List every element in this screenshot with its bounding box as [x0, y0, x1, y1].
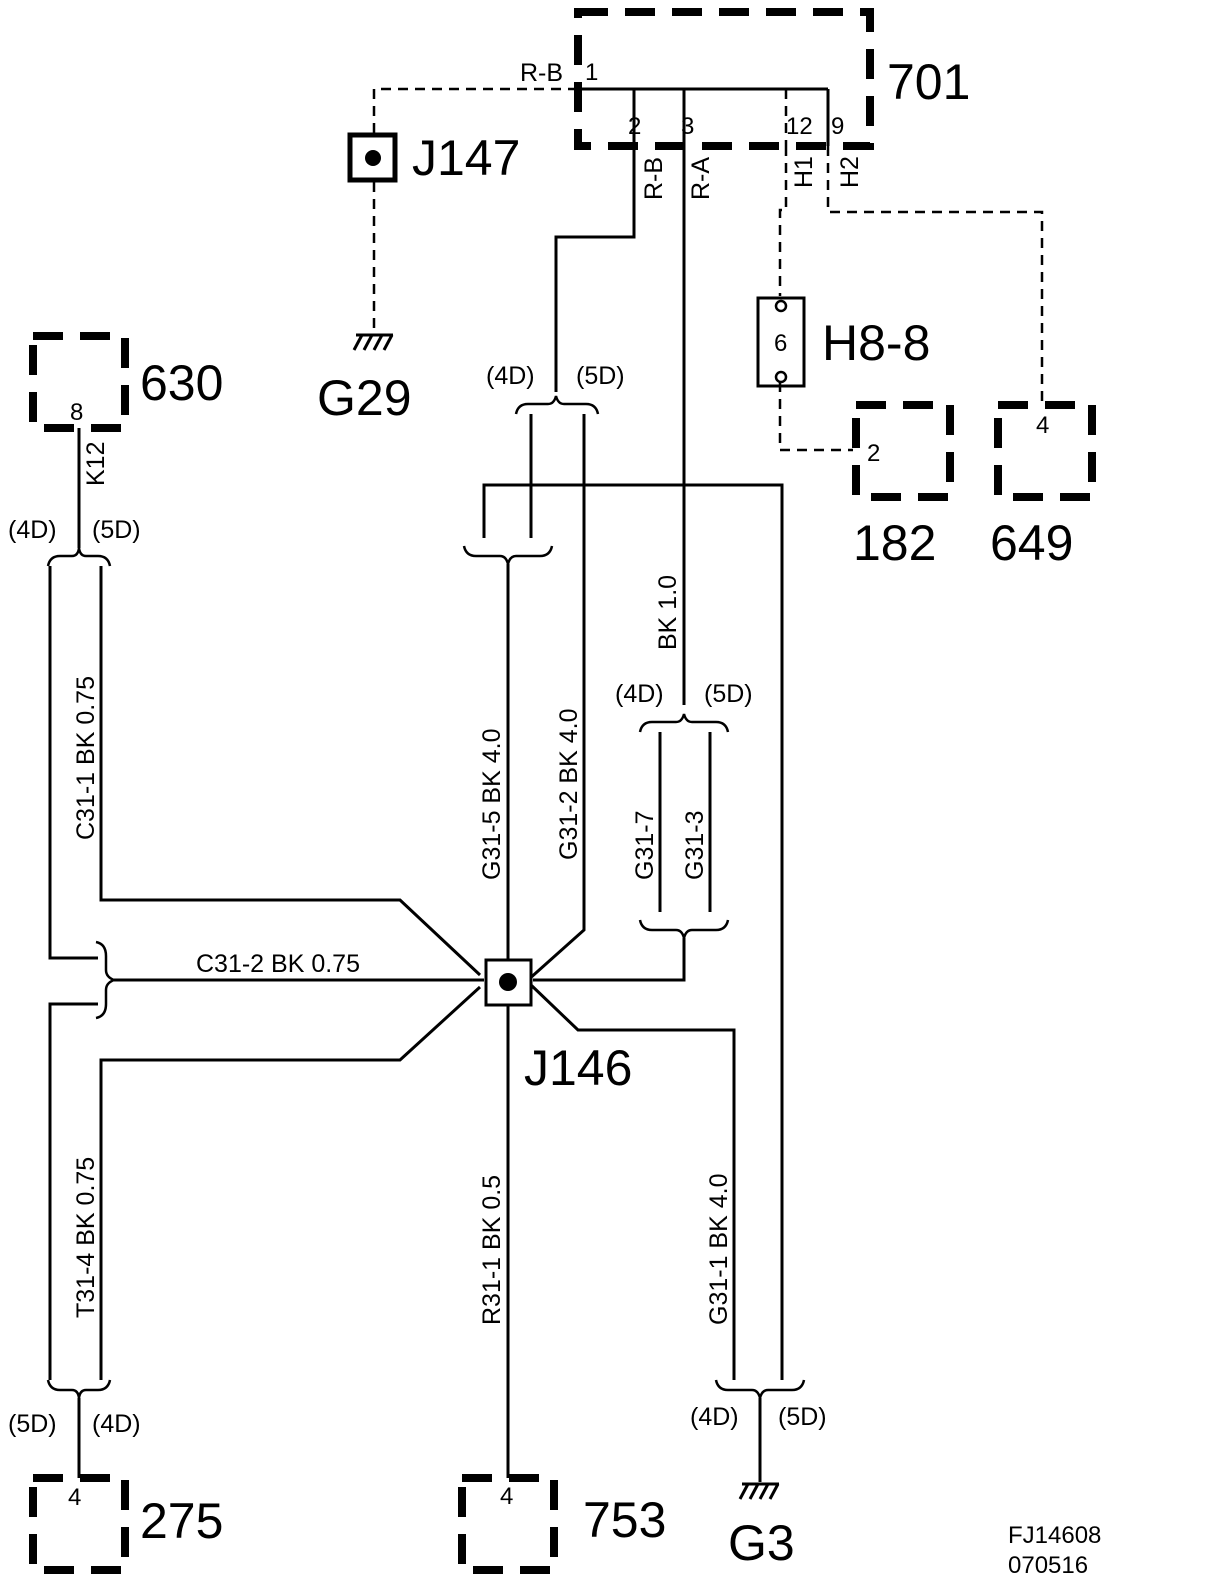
ground-g3: G3	[728, 1482, 795, 1571]
wire-label-g31-1: G31-1 BK 4.0	[705, 1174, 733, 1325]
wire-t31-4: T31-4 BK 0.75	[48, 985, 482, 1380]
wire-label-h2: H2	[836, 156, 864, 188]
pin-182-2: 2	[867, 440, 880, 467]
variant-label: (4D)	[690, 1403, 739, 1431]
variant-label: (5D)	[778, 1403, 827, 1431]
component-649-label: 649	[990, 515, 1073, 571]
variant-label: (5D)	[576, 362, 625, 390]
pin-h8-8-6: 6	[774, 330, 787, 357]
component-182: 2 182	[852, 401, 954, 571]
variant-selector-g31: (4D) (5D) G31-7 G31-3	[533, 680, 753, 982]
pin-701-1: 1	[585, 59, 598, 86]
wire-label-g31-3: G31-3	[681, 811, 709, 880]
splice-j146-label: J146	[524, 1040, 632, 1096]
figure-code-line2: 070516	[1008, 1552, 1088, 1579]
variant-brace-g31-5	[462, 545, 554, 565]
variant-brace-left	[95, 940, 118, 1020]
component-630: 8 630	[29, 332, 223, 432]
wire-label-g31-7: G31-7	[631, 811, 659, 880]
wire-g3-5d-loop	[482, 483, 784, 1380]
ground-g3-label: G3	[728, 1515, 795, 1571]
variant-label: (5D)	[92, 516, 141, 544]
component-701-label: 701	[887, 54, 970, 110]
wire-h8-8-182	[778, 382, 853, 452]
variant-selector-630: (4D) (5D)	[8, 516, 141, 567]
wire-k12: K12	[77, 428, 110, 548]
component-275: 4 275	[29, 1474, 223, 1574]
component-630-label: 630	[140, 355, 223, 411]
wire-h1: H1	[778, 89, 818, 296]
connector-h8-8: 6 H8-8	[756, 296, 930, 388]
wire-label-k12: K12	[82, 442, 110, 486]
variant-selector-g3: (4D) (5D)	[690, 1379, 827, 1482]
wire-r-b-pin2: R-B	[554, 89, 668, 392]
wire-label-h1: H1	[790, 156, 818, 188]
wire-label-r-b: R-B	[520, 59, 563, 87]
component-753-label: 753	[583, 1492, 666, 1548]
wire-label-r-a: R-A	[687, 157, 715, 200]
wire-c31-1: C31-1 BK 0.75	[72, 566, 482, 977]
wire-g31-5: G31-5 BK 4.0	[478, 564, 510, 960]
pin-630-8: 8	[70, 399, 83, 426]
wire-g31-1: G31-1 BK 4.0	[529, 983, 736, 1380]
pin-275-4: 4	[68, 1484, 81, 1511]
component-649: 4 649	[990, 401, 1096, 571]
figure-code: FJ14608 070516	[1008, 1522, 1101, 1579]
wire-c31-2: C31-2 BK 0.75	[114, 950, 484, 982]
wire-label-bk-1-0: BK 1.0	[654, 575, 682, 650]
pin-701-9: 9	[831, 113, 844, 140]
component-275-label: 275	[140, 1493, 223, 1549]
pin-701-12: 12	[786, 113, 813, 140]
splice-j147-label: J147	[412, 130, 520, 186]
variant-selector-275: (5D) (4D)	[8, 1379, 141, 1478]
splice-j146: J146	[484, 958, 632, 1096]
component-753: 4 753	[458, 1474, 666, 1574]
wire-label-g31-5: G31-5 BK 4.0	[478, 729, 506, 880]
variant-label: (4D)	[615, 680, 664, 708]
variant-selector-r-b: (4D) (5D)	[486, 362, 625, 415]
ground-g29-label: G29	[317, 370, 412, 426]
variant-label: (5D)	[8, 1410, 57, 1438]
component-701: 701 1 2 3 12 9	[574, 8, 970, 150]
wire-label-r31-1: R31-1 BK 0.5	[478, 1175, 506, 1325]
variant-label: (5D)	[704, 680, 753, 708]
wire-c31-loop	[48, 566, 98, 960]
splice-j147: J147	[347, 130, 520, 186]
wire-h2: H2	[826, 146, 1044, 405]
figure-code-line1: FJ14608	[1008, 1522, 1101, 1549]
wire-g31-2	[527, 414, 586, 982]
wire-label-c31-2: C31-2 BK 0.75	[196, 950, 360, 978]
variant-label: (4D)	[92, 1410, 141, 1438]
wire-label-c31-1: C31-1 BK 0.75	[72, 676, 100, 840]
wire-label-r-b-2: R-B	[640, 157, 668, 200]
wire-label-g31-2: G31-2 BK 4.0	[555, 709, 583, 860]
wire-r31-1: R31-1 BK 0.5	[478, 1005, 510, 1478]
ground-g29: G29	[317, 182, 412, 426]
pin-649-4: 4	[1036, 412, 1049, 439]
wire-r-a-pin3: R-A BK 1.0	[654, 89, 715, 705]
component-182-label: 182	[853, 515, 936, 571]
variant-label: (4D)	[8, 516, 57, 544]
variant-label: (4D)	[486, 362, 535, 390]
connector-h8-8-label: H8-8	[822, 315, 930, 371]
wire-r-b-j147: R-B	[372, 59, 578, 143]
wire-label-t31-4: T31-4 BK 0.75	[72, 1157, 100, 1318]
pin-753-4: 4	[500, 1483, 513, 1510]
